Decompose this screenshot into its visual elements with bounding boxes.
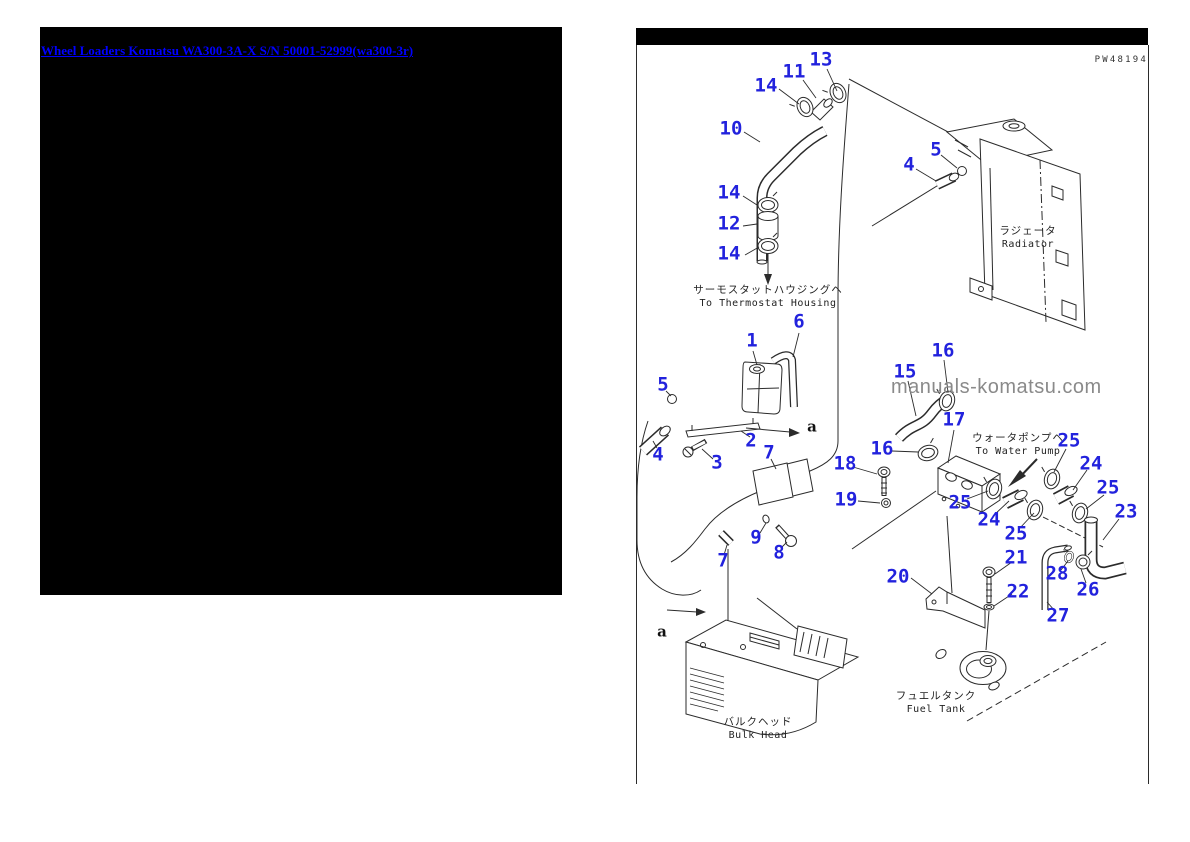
radiator-inlet-fittings xyxy=(934,166,967,190)
callout-13: 13 xyxy=(809,48,833,71)
part-label-jp: フュエルタンク xyxy=(895,690,977,702)
callout-14: 14 xyxy=(717,242,741,265)
callout-28: 28 xyxy=(1045,562,1069,585)
watermark: manuals-komatsu.com xyxy=(891,376,1102,398)
radiator-drawing xyxy=(945,118,1086,331)
connector-tubes xyxy=(978,465,1127,610)
part-label-jp: ウォータポンプヘ xyxy=(972,432,1064,444)
callout-12: 12 xyxy=(717,212,741,235)
fuel-tank-drawing xyxy=(935,641,1107,722)
callout-8: 8 xyxy=(773,541,785,564)
reservoir-assembly xyxy=(638,351,800,458)
part-label-to-thermostat-housing: サーモスタットハウジングヘ To Thermostat Housing xyxy=(693,284,843,310)
callout-1: 1 xyxy=(746,329,758,352)
content-placeholder-panel xyxy=(40,27,562,595)
callout-15: 15 xyxy=(893,360,917,383)
hose-routing-outline xyxy=(636,78,979,596)
callout-3: 3 xyxy=(711,451,723,474)
callout-24: 24 xyxy=(1079,452,1103,475)
callout-5: 5 xyxy=(657,373,669,396)
callout-16: 16 xyxy=(931,339,955,362)
callout-9: 9 xyxy=(750,526,762,549)
part-label-to-water-pump: ウォータポンプヘ To Water Pump xyxy=(972,432,1064,458)
leader-lines xyxy=(652,68,1120,612)
callout-25: 25 xyxy=(948,491,972,514)
part-label-jp: ラジェータ xyxy=(999,225,1057,237)
callout-7: 7 xyxy=(763,441,775,464)
callout-17: 17 xyxy=(942,408,966,431)
callout-25: 25 xyxy=(1057,429,1081,452)
part-label-en: To Thermostat Housing xyxy=(699,298,837,310)
callout-25: 25 xyxy=(1096,476,1120,499)
callout-19: 19 xyxy=(834,488,858,511)
part-label-en: To Water Pump xyxy=(975,446,1061,458)
clamp-plates xyxy=(718,458,814,652)
callout-2: 2 xyxy=(745,429,757,452)
callout-23: 23 xyxy=(1114,500,1138,523)
callout-20: 20 xyxy=(886,565,910,588)
part-label-en: Bulk Head xyxy=(728,730,788,742)
breadcrumb-link[interactable]: Wheel Loaders Komatsu WA300-3A-X S/N 500… xyxy=(41,43,414,58)
callout-24: 24 xyxy=(977,508,1001,531)
callout-22: 22 xyxy=(1006,580,1030,603)
callout-11: 11 xyxy=(782,60,806,83)
callout-4: 4 xyxy=(652,443,664,466)
callout-4: 4 xyxy=(903,153,915,176)
callout-6: 6 xyxy=(793,310,805,333)
bulk-head-drawing xyxy=(666,608,860,736)
part-label-jp: バルクヘッド xyxy=(723,716,793,728)
callout-21: 21 xyxy=(1004,546,1028,569)
callout-27: 27 xyxy=(1046,604,1070,627)
callout-25: 25 xyxy=(1004,522,1028,545)
part-label-fuel-tank: フュエルタンク Fuel Tank xyxy=(896,690,977,716)
callout-14: 14 xyxy=(754,74,778,97)
callout-10: 10 xyxy=(719,117,743,140)
callout-14: 14 xyxy=(717,181,741,204)
part-label-radiator: ラジェータ Radiator xyxy=(999,225,1056,251)
upper-hose-assembly xyxy=(756,80,850,285)
part-label-bulk-head: バルクヘッド Bulk Head xyxy=(724,716,793,742)
callout-26: 26 xyxy=(1076,578,1100,601)
view-marker-a: a xyxy=(657,622,667,641)
diagram-frame xyxy=(636,28,1149,784)
callout-16: 16 xyxy=(870,437,894,460)
bracket-assembly xyxy=(925,566,996,651)
callout-5: 5 xyxy=(930,138,942,161)
part-label-en: Radiator xyxy=(1001,239,1055,251)
view-marker-a: a xyxy=(807,417,817,436)
part-label-jp: サーモスタットハウジングヘ xyxy=(693,284,843,296)
callout-7: 7 xyxy=(717,549,729,572)
drawing-number: PW48194 xyxy=(1094,55,1148,65)
part-label-en: Fuel Tank xyxy=(906,704,966,716)
callout-18: 18 xyxy=(833,452,857,475)
